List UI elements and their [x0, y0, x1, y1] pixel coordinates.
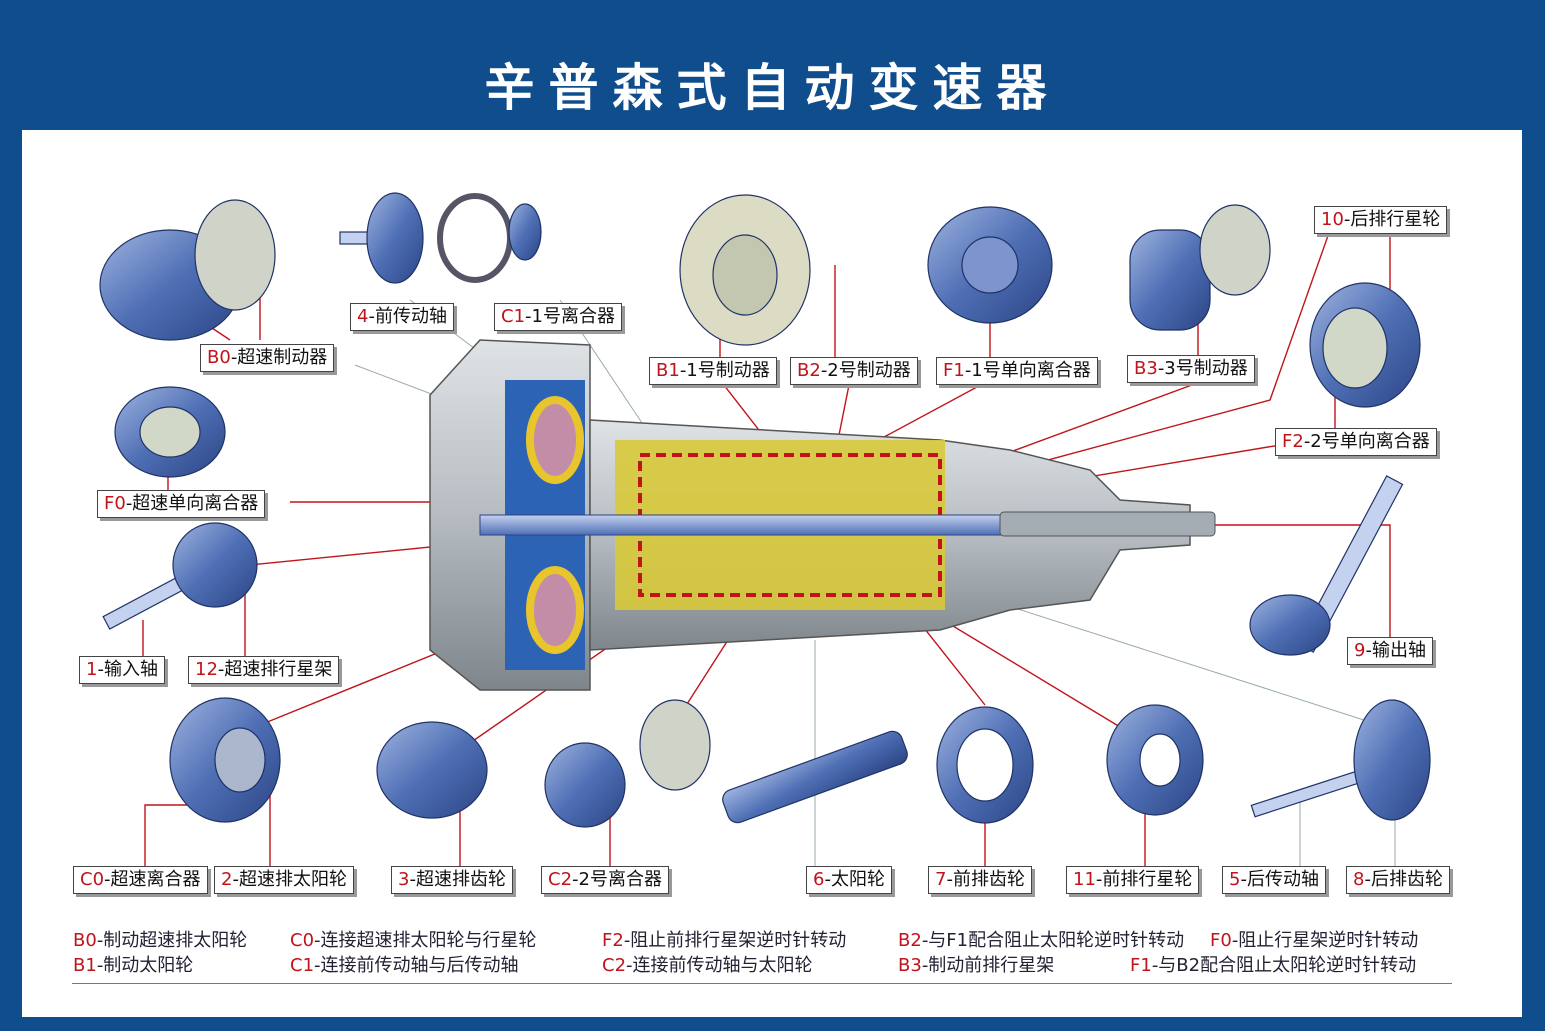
label-p5: 5-后传动轴: [1222, 866, 1326, 894]
part-axle4-hub: [366, 192, 424, 284]
converter-turbine-top: [526, 396, 584, 484]
label-c1: C1-1号离合器: [494, 303, 622, 331]
legend-divider: [72, 983, 1452, 984]
poster-title: 辛普森式自动变速器: [484, 59, 1061, 117]
label-f0: F0-超速单向离合器: [97, 490, 266, 518]
part-c0-inner: [214, 727, 266, 793]
label-p3: 3-超速排齿轮: [391, 866, 513, 894]
label-b3: B3-3号制动器: [1127, 355, 1255, 383]
part-b3: [1129, 229, 1211, 331]
exploded-parts: [99, 192, 1431, 828]
label-p2: 2-超速排太阳轮: [214, 866, 354, 894]
part-p6: [722, 730, 908, 824]
part-b0-drum: [194, 199, 276, 311]
input-shaft: [479, 514, 1081, 536]
label-p6: 6-太阳轮: [806, 866, 892, 894]
label-f1: F1-1号单向离合器: [936, 357, 1098, 385]
legend-b2: B2-与F1配合阻止太阳轮逆时针转动: [898, 930, 1185, 951]
legend-c2: C2-连接前传动轴与太阳轮: [602, 955, 813, 976]
part-c1-plate: [508, 203, 542, 261]
output-shaft-stub: [999, 511, 1216, 537]
part-p7-inner: [956, 728, 1014, 802]
label-axle4: 4-前传动轴: [350, 303, 454, 331]
legend-f1: F1-与B2配合阻止太阳轮逆时针转动: [1130, 955, 1417, 976]
label-p8: 8-后排齿轮: [1346, 866, 1450, 894]
label-p1: 1-输入轴: [79, 656, 165, 684]
label-b2: B2-2号制动器: [790, 357, 918, 385]
label-p11: 11-前排行星轮: [1066, 866, 1200, 894]
legend-f0: F0-阻止行星架逆时针转动: [1210, 930, 1419, 951]
part-c2: [544, 742, 626, 828]
legend-c1: C1-连接前传动轴与后传动轴: [290, 955, 519, 976]
leader-c0: [144, 804, 195, 870]
label-b0: B0-超速制动器: [200, 344, 335, 372]
converter-turbine-bottom: [526, 566, 584, 654]
part-c1-pack: [437, 193, 513, 283]
part-p12: [172, 522, 258, 608]
label-f2: F2-2号单向离合器: [1275, 428, 1437, 456]
legend-b0: B0-制动超速排太阳轮: [73, 930, 248, 951]
label-p9: 9-输出轴: [1347, 637, 1433, 665]
part-p11-inner: [1139, 733, 1181, 787]
part-p9-hub: [1249, 594, 1331, 656]
label-c0: C0-超速离合器: [73, 866, 208, 894]
legend-b3: B3-制动前排行星架: [898, 955, 1055, 976]
transmission-assembly: [429, 339, 1216, 691]
label-p12: 12-超速排行星架: [188, 656, 340, 684]
part-p10-inner: [1322, 307, 1388, 389]
label-p10: 10-后排行星轮: [1314, 206, 1448, 234]
label-b1: B1-1号制动器: [649, 357, 777, 385]
legend-b1: B1-制动太阳轮: [73, 955, 194, 976]
part-b1-inner: [712, 234, 778, 316]
legend-f2: F2-阻止前排行星架逆时针转动: [602, 930, 847, 951]
part-f1-inner: [961, 236, 1019, 294]
part-b3-rim: [1199, 204, 1271, 296]
label-c2: C2-2号离合器: [541, 866, 669, 894]
part-f0-inner: [139, 406, 201, 458]
part-p8: [1353, 699, 1431, 821]
label-p7: 7-前排齿轮: [928, 866, 1032, 894]
part-p3: [376, 721, 488, 819]
part-c2-drum: [639, 699, 711, 791]
legend-c0: C0-连接超速排太阳轮与行星轮: [290, 930, 537, 951]
